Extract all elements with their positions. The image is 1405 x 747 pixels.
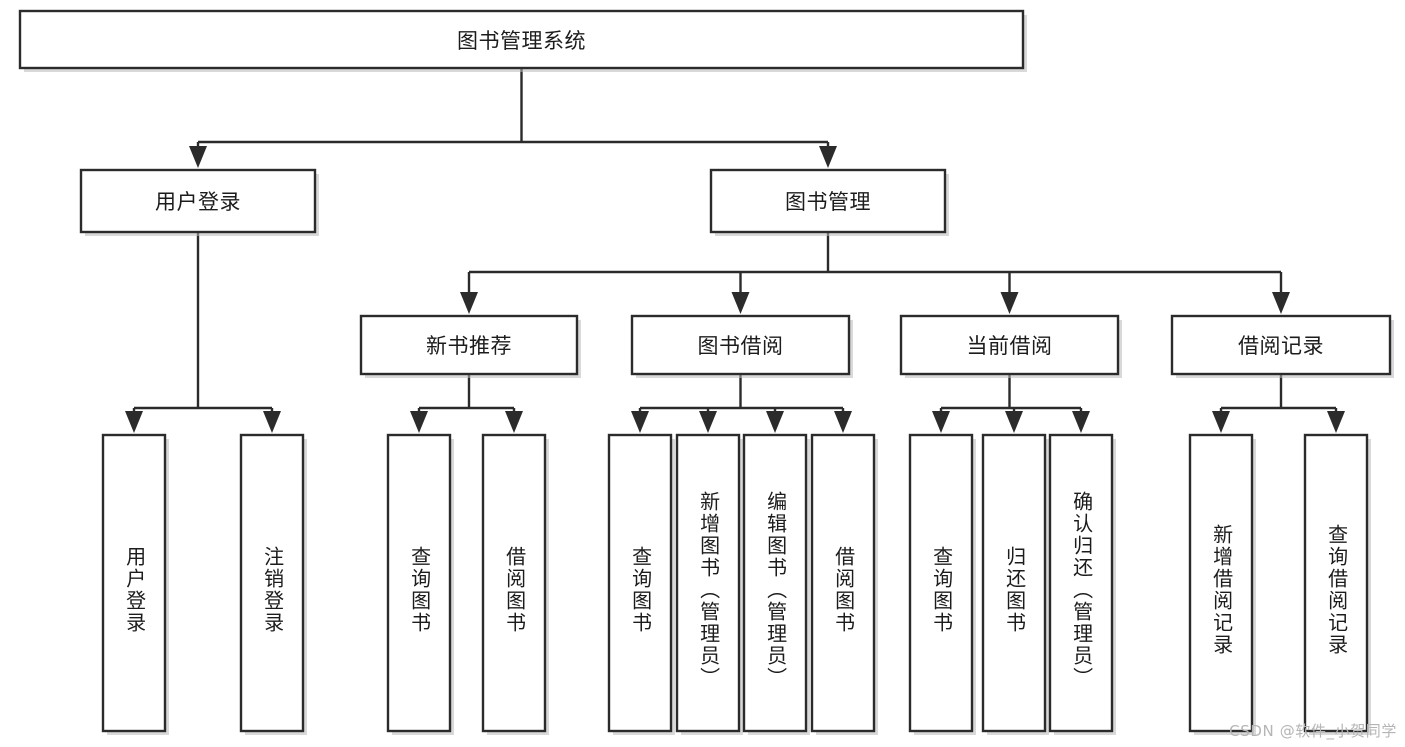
arrow-head-icon-bm-1 xyxy=(731,292,750,314)
node-leaf-logout-login[interactable] xyxy=(239,433,305,733)
arrow-head-icon-book-borrow-3 xyxy=(834,411,852,433)
arrow-head-icon-new-book-recommend-0 xyxy=(410,411,428,433)
node-new-book-recommend[interactable] xyxy=(359,314,579,376)
arrow-head-icon-book-borrow-2 xyxy=(766,411,784,433)
arrow-head-icon-book-borrow-1 xyxy=(699,411,717,433)
arrow-head-icon-current-borrow-0 xyxy=(932,411,950,433)
node-root[interactable] xyxy=(18,9,1025,70)
arrow-head-icon-bm-0 xyxy=(460,292,478,314)
node-leaf-query-book-3[interactable] xyxy=(908,433,974,733)
arrow-head-icon-user-login-1 xyxy=(263,411,281,433)
node-leaf-edit-book-admin[interactable] xyxy=(742,433,808,733)
arrow-head-icon-current-borrow-2 xyxy=(1072,411,1090,433)
arrow-head-icon-borrow-records-1 xyxy=(1327,411,1345,433)
node-leaf-add-book-admin[interactable] xyxy=(675,433,741,733)
node-book-borrow[interactable] xyxy=(630,314,851,376)
node-user-login[interactable] xyxy=(79,168,317,234)
arrow-head-icon-current-borrow-1 xyxy=(1005,411,1023,433)
node-leaf-borrow-book-1[interactable] xyxy=(481,433,547,733)
arrow-head-icon-bm-2 xyxy=(1000,292,1019,314)
node-leaf-borrow-book-2[interactable] xyxy=(810,433,876,733)
node-leaf-query-book-1[interactable] xyxy=(386,433,452,733)
arrow-head-icon-book-borrow-0 xyxy=(631,411,649,433)
node-leaf-query-borrow-record[interactable] xyxy=(1303,433,1369,733)
arrow-head-icon-root-1 xyxy=(819,146,837,168)
node-current-borrow[interactable] xyxy=(899,314,1120,376)
arrow-head-icon-user-login-0 xyxy=(125,411,143,433)
node-leaf-query-book-2[interactable] xyxy=(607,433,673,733)
node-leaf-confirm-return-admin[interactable] xyxy=(1048,433,1114,733)
arrow-head-icon-new-book-recommend-1 xyxy=(505,411,523,433)
node-leaf-return-book[interactable] xyxy=(981,433,1047,733)
arrow-head-icon-borrow-records-0 xyxy=(1212,411,1230,433)
node-leaf-user-login[interactable] xyxy=(101,433,167,733)
arrow-head-icon-bm-3 xyxy=(1272,292,1290,314)
node-borrow-records[interactable] xyxy=(1170,314,1392,376)
boxes-layer xyxy=(18,9,1392,733)
node-book-management[interactable] xyxy=(709,168,947,234)
arrow-head-icon-root-0 xyxy=(189,146,207,168)
node-leaf-add-borrow-record[interactable] xyxy=(1188,433,1254,733)
